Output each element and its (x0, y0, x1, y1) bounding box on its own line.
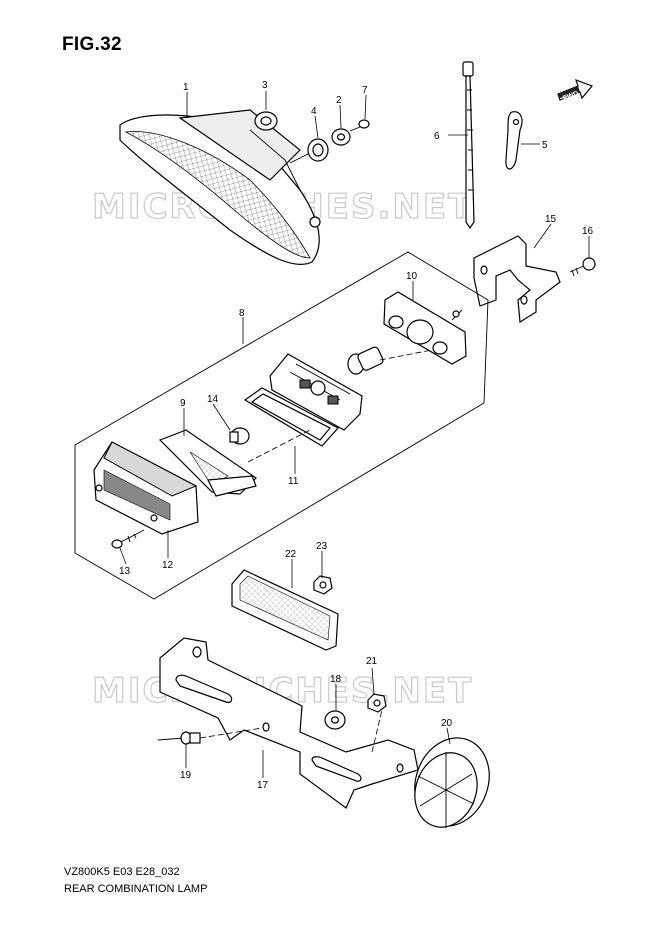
figure-name: REAR COMBINATION LAMP (64, 883, 208, 895)
part-18-washer (324, 710, 346, 730)
part-14-bulb (229, 427, 250, 445)
callout-14: 14 (207, 394, 219, 405)
callout-19: 19 (180, 770, 192, 781)
callout-18: 18 (330, 674, 342, 685)
callout-3: 3 (262, 80, 268, 91)
socket-bulb (347, 346, 433, 375)
callout-9: 9 (180, 398, 186, 409)
callout-7: 7 (362, 85, 368, 96)
part-3-grommet (254, 111, 278, 131)
part-15-bracket (473, 235, 561, 324)
part-7-screw (349, 119, 370, 132)
part-12-lens (93, 441, 199, 535)
callout-4: 4 (311, 106, 317, 117)
callout-11: 11 (288, 476, 299, 487)
part-19-bolt (157, 731, 201, 745)
part-4-cushion (289, 138, 329, 164)
figure-code: VZ800K5 E03 E28_032 (64, 866, 180, 878)
part-5-clamp (505, 111, 523, 170)
callout-16: 16 (582, 226, 594, 237)
part-10-lamp-base (383, 291, 467, 365)
callout-17: 17 (257, 780, 269, 791)
part-9-reflector (158, 429, 257, 497)
part-11-gasket (243, 387, 339, 463)
part-2-washer (331, 128, 351, 146)
part-23-nut (313, 575, 333, 595)
callout-6: 6 (434, 131, 440, 142)
callout-20: 20 (441, 718, 453, 729)
figure-title: FIG.32 (62, 34, 122, 55)
callout-10: 10 (406, 271, 418, 282)
callout-23: 23 (316, 541, 328, 552)
part-13-screw (111, 529, 145, 549)
assembly-8-box (74, 251, 489, 600)
part-6-cable-tie (462, 61, 475, 230)
callout-13: 13 (119, 566, 131, 577)
callout-8: 8 (239, 308, 245, 319)
callout-1: 1 (183, 82, 189, 93)
part-21-nut (367, 693, 387, 713)
leader-lines (119, 91, 590, 778)
callout-2: 2 (336, 95, 342, 106)
callout-22: 22 (285, 549, 297, 560)
part-20-round-reflector (414, 737, 490, 828)
part-17-bracket (159, 637, 419, 809)
callout-5: 5 (542, 140, 548, 151)
lamp-inner-body (269, 353, 363, 431)
callout-15: 15 (545, 214, 557, 225)
callout-21: 21 (366, 656, 378, 667)
part-22-reflector (231, 569, 339, 651)
fwd-arrow-icon: FWD (557, 78, 594, 102)
callout-12: 12 (162, 560, 174, 571)
part-16-screw (569, 257, 596, 277)
